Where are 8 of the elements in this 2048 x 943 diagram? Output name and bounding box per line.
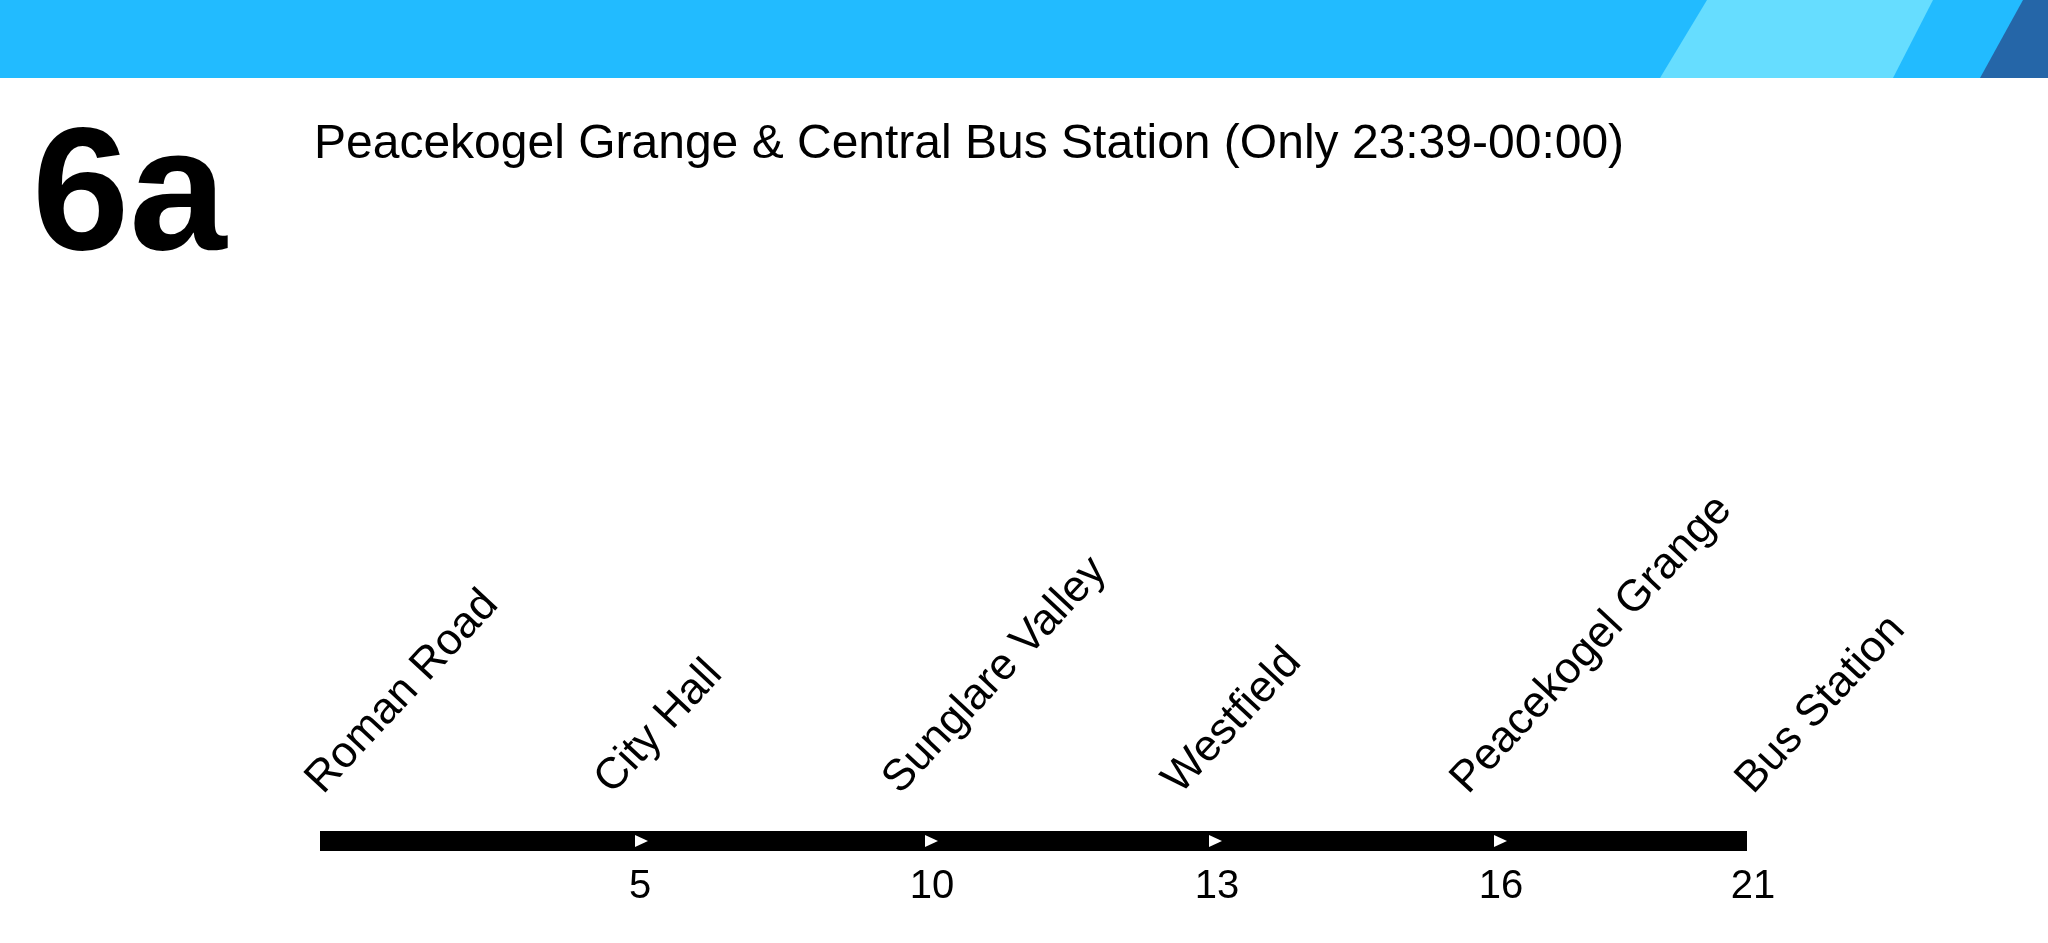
journey-time: 16 xyxy=(1478,864,1524,904)
route-number: 6a xyxy=(32,115,227,264)
route-title: Peacekogel Grange & Central Bus Station (Only 23:39-00:00) xyxy=(314,116,1625,169)
journey-time: 10 xyxy=(909,864,955,904)
journey-time: 5 xyxy=(628,864,652,904)
journey-time: 21 xyxy=(1730,864,1776,904)
stop-name: City Hall xyxy=(584,650,729,800)
journey-time: 13 xyxy=(1194,864,1240,904)
